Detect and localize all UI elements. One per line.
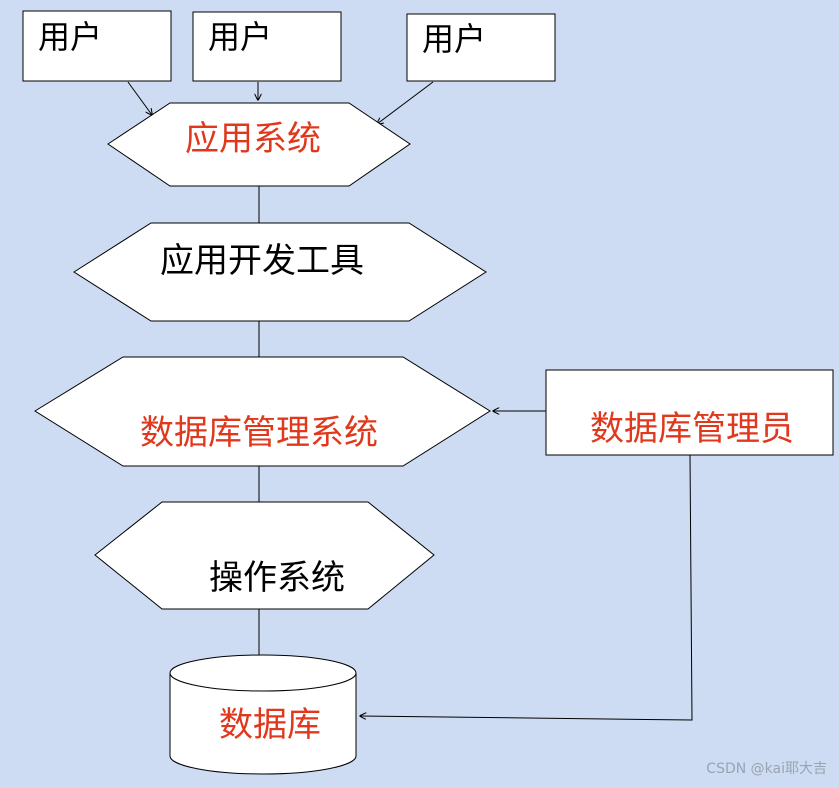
database-label: 数据库 xyxy=(219,705,321,745)
user-label-2: 用户 xyxy=(208,18,272,56)
arrow-dba-to-database xyxy=(360,454,693,721)
app-system-hexagon xyxy=(107,102,411,187)
dbms-hexagon xyxy=(34,356,491,467)
dev-tools-label: 应用开发工具 xyxy=(160,241,364,281)
user-box-2 xyxy=(192,11,342,82)
user-box-3 xyxy=(406,13,556,82)
database-cylinder xyxy=(169,654,357,775)
app-system-label: 应用系统 xyxy=(185,119,321,159)
dev-tools-hexagon xyxy=(73,222,487,322)
os-label: 操作系统 xyxy=(209,558,345,598)
os-hexagon xyxy=(94,501,435,610)
user-label-1: 用户 xyxy=(38,18,102,56)
arrow-user1-to-app xyxy=(127,81,152,115)
dba-label: 数据库管理员 xyxy=(590,409,794,449)
dba-box xyxy=(545,369,834,456)
dbms-label: 数据库管理系统 xyxy=(140,413,378,453)
user-label-3: 用户 xyxy=(422,20,486,58)
watermark: CSDN @kai耶大吉 xyxy=(706,761,827,777)
user-box-1 xyxy=(22,10,172,82)
arrow-user3-to-app xyxy=(377,81,434,124)
